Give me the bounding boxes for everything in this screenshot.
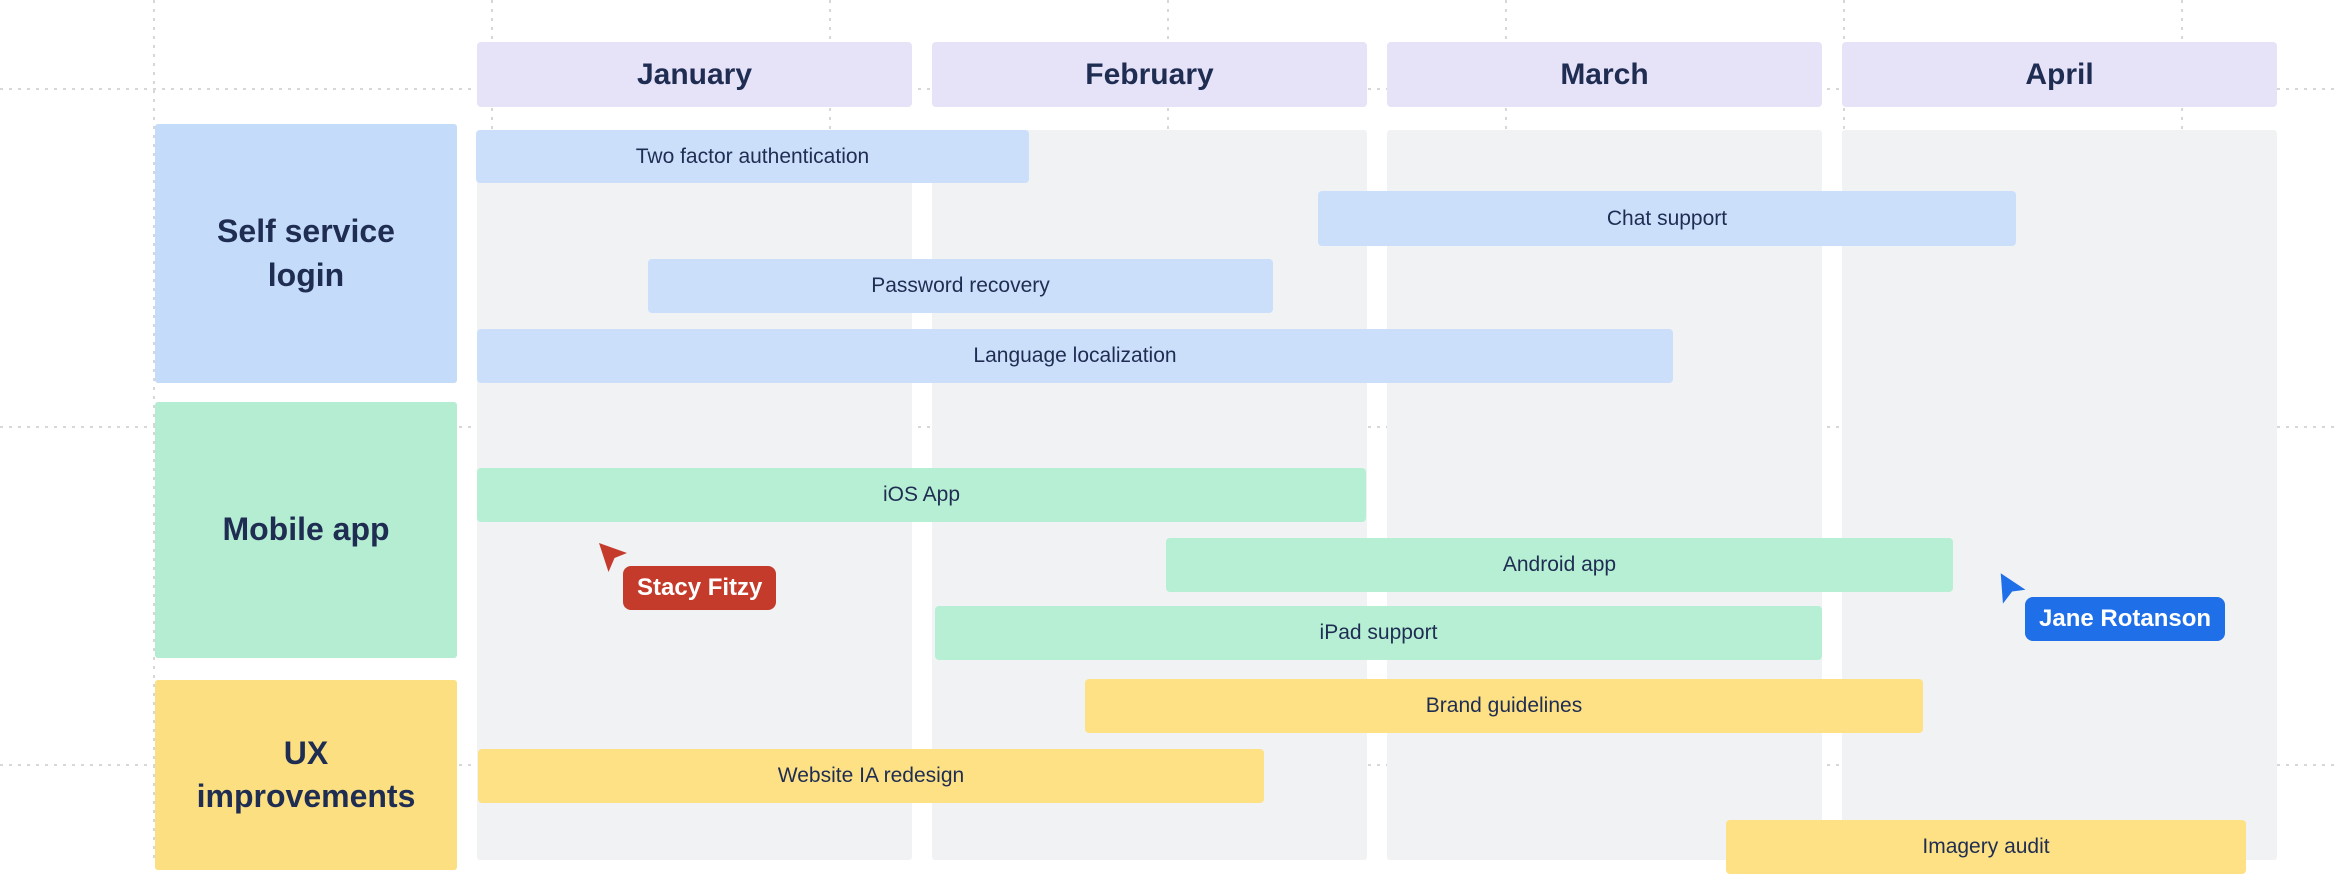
grid-vertical-line (153, 0, 155, 860)
month-column-bg-april (1842, 130, 2277, 860)
task-bar-ipad-support[interactable]: iPad support (935, 606, 1822, 660)
cursor-pointer-icon (599, 543, 627, 572)
category-label: Mobile app (222, 511, 390, 548)
task-bar-password-recovery[interactable]: Password recovery (648, 259, 1273, 313)
task-bar-ios-app[interactable]: iOS App (477, 468, 1366, 522)
task-label: Password recovery (871, 274, 1050, 297)
task-bar-brand-guidelines[interactable]: Brand guidelines (1085, 679, 1923, 733)
task-bar-android-app[interactable]: Android app (1166, 538, 1953, 592)
month-header-january[interactable]: January (477, 42, 912, 107)
task-bar-two-factor-authentication[interactable]: Two factor authentication (476, 130, 1029, 183)
task-bar-imagery-audit[interactable]: Imagery audit (1726, 820, 2246, 874)
category-card-mobile-app[interactable]: Mobile app (155, 402, 457, 658)
category-label: Self service login (217, 213, 395, 293)
task-bar-language-localization[interactable]: Language localization (477, 329, 1673, 383)
task-bar-website-ia-redesign[interactable]: Website IA redesign (478, 749, 1264, 803)
task-label: iOS App (882, 483, 961, 506)
task-label: Brand guidelines (1425, 694, 1583, 717)
month-label: February (1085, 57, 1214, 91)
category-card-self-service-login[interactable]: Self service login (155, 124, 457, 383)
task-label: Chat support (1606, 206, 1728, 230)
task-label: Imagery audit (1922, 835, 2050, 858)
month-header-february[interactable]: February (932, 42, 1367, 107)
month-label: March (1560, 57, 1649, 91)
task-label: iPad support (1319, 621, 1438, 644)
month-label: January (636, 57, 753, 91)
category-card-ux-improvements[interactable]: UX improvements (155, 680, 457, 870)
month-column-bg-march (1387, 130, 1822, 860)
month-header-april[interactable]: April (1842, 42, 2277, 107)
cursor-name-label: Stacy Fitzy (623, 566, 777, 610)
category-label: UX improvements (196, 734, 416, 814)
task-label: Website IA redesign (777, 764, 965, 787)
task-label: Two factor authentication (635, 144, 870, 168)
task-label: Language localization (973, 344, 1177, 367)
month-header-march[interactable]: March (1387, 42, 1822, 107)
task-bar-chat-support[interactable]: Chat support (1318, 191, 2016, 246)
cursor-pointer-icon (2000, 573, 2026, 604)
cursor-name-label: Jane Rotanson (2025, 597, 2226, 641)
task-label: Android app (1502, 553, 1617, 576)
month-label: April (2025, 57, 2094, 91)
